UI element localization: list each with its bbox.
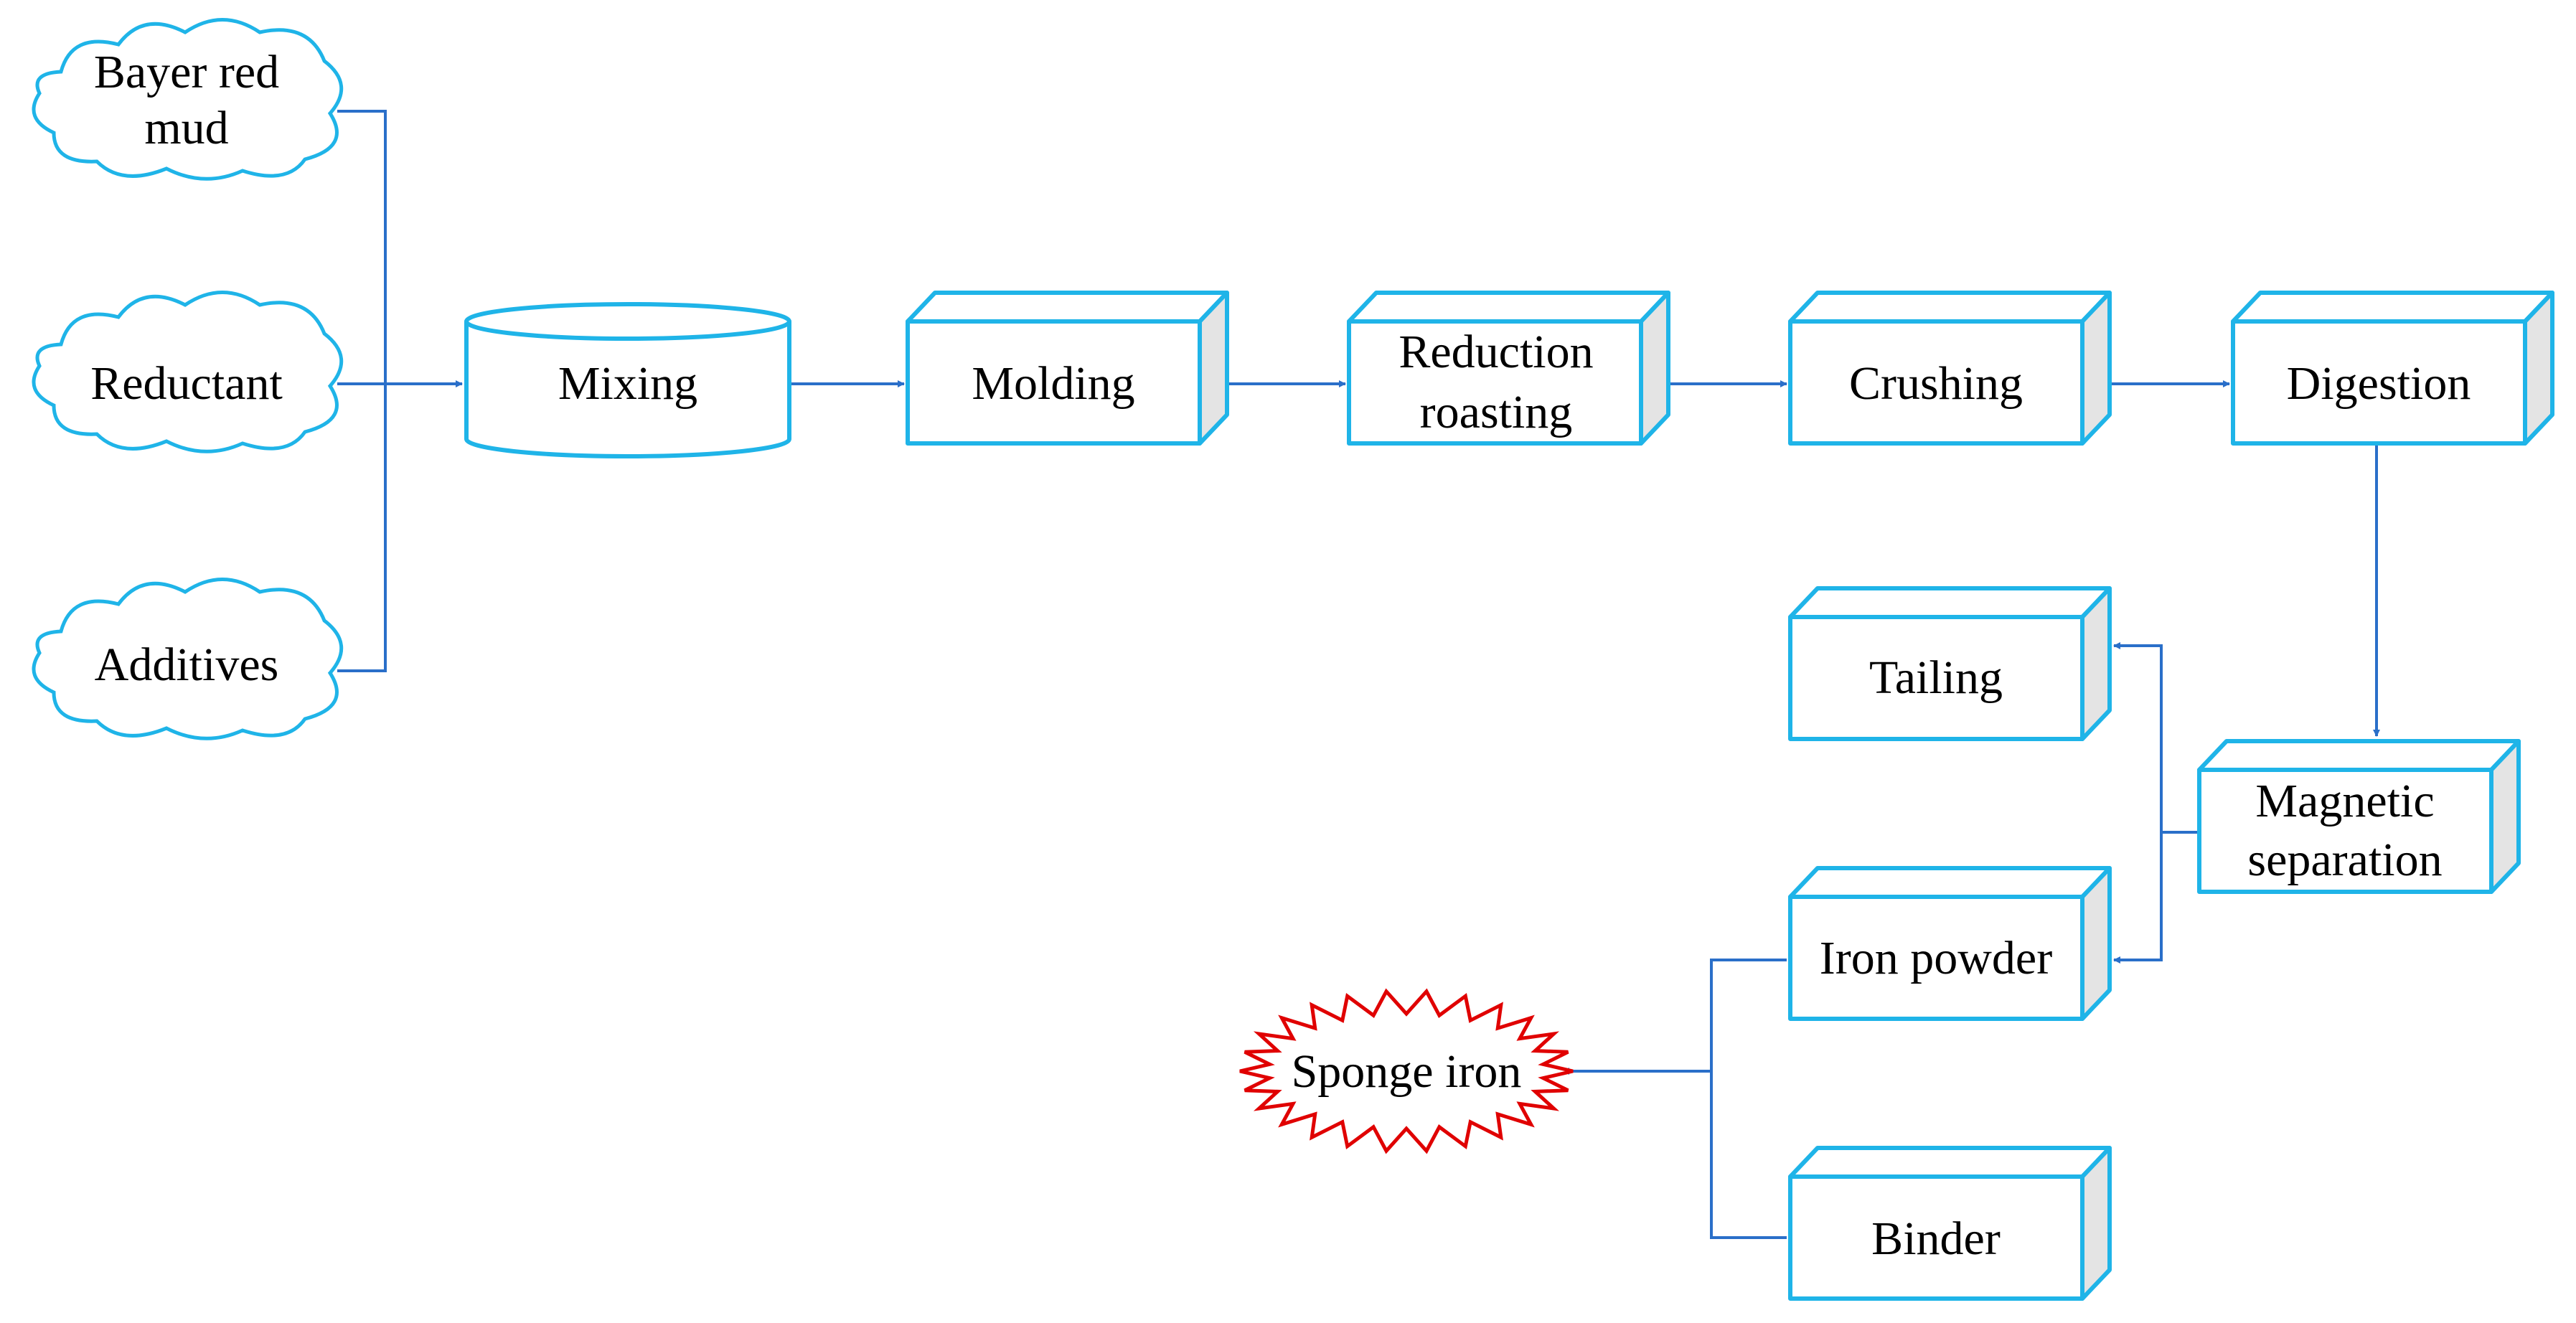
box-top xyxy=(1347,291,1670,324)
step-iron-powder: Iron powder xyxy=(1788,866,2112,1021)
box-front xyxy=(906,319,1202,446)
step-tailing: Tailing xyxy=(1788,586,2112,741)
box-top xyxy=(1788,1146,2112,1179)
sponge-iron-label: Sponge iron xyxy=(1292,1045,1522,1098)
box-front xyxy=(1788,319,2084,446)
step-mixing: Mixing xyxy=(464,302,791,458)
box-side xyxy=(1198,291,1229,446)
box-front xyxy=(2231,319,2527,446)
box-side xyxy=(2080,586,2112,741)
magnetic-separation-line2: separation xyxy=(2247,834,2442,886)
bayer-red-mud-line2: mud xyxy=(144,102,228,154)
connector-additives xyxy=(337,384,387,672)
input-cloud-additives: Additives xyxy=(32,578,344,740)
box-top xyxy=(1788,586,2112,619)
connector-bayer-red-mud xyxy=(337,110,387,384)
cylinder-body xyxy=(464,321,791,458)
step-digestion: Digestion xyxy=(2231,291,2554,446)
box-side xyxy=(2489,739,2521,894)
box-top xyxy=(1788,866,2112,899)
cloud-shape xyxy=(32,291,344,453)
box-top xyxy=(906,291,1229,324)
burst-shape xyxy=(1239,988,1574,1154)
box-front xyxy=(1788,895,2084,1021)
step-crushing: Crushing xyxy=(1788,291,2112,446)
connector-iron-powder-out xyxy=(1710,959,1787,1239)
step-binder: Binder xyxy=(1788,1146,2112,1301)
reduction-roasting-line1: Reduction xyxy=(1399,326,1593,378)
box-top xyxy=(1788,291,2112,324)
box-side xyxy=(2080,1146,2112,1301)
tailing-label: Tailing xyxy=(1869,651,2003,704)
binder-label: Binder xyxy=(1871,1213,2001,1265)
reduction-roasting-line2: roasting xyxy=(1420,386,1573,438)
input-cloud-reductant: Reductant xyxy=(32,291,344,453)
cylinder-top xyxy=(464,302,791,341)
step-molding: Molding xyxy=(906,291,1229,446)
cloud-shape xyxy=(32,18,344,181)
arrow-to-tailing xyxy=(2113,642,2163,832)
additives-label: Additives xyxy=(95,639,279,691)
box-side xyxy=(2080,866,2112,1021)
crushing-label: Crushing xyxy=(1849,357,2023,410)
bayer-red-mud-line1: Bayer red xyxy=(94,46,279,98)
step-reduction-roasting: Reduction roasting xyxy=(1347,291,1670,446)
box-top xyxy=(2197,739,2521,772)
molding-label: Molding xyxy=(972,357,1134,410)
mixing-label: Mixing xyxy=(558,357,697,410)
box-side xyxy=(2523,291,2554,446)
box-side xyxy=(2080,291,2112,446)
iron-powder-label: Iron powder xyxy=(1820,932,2052,984)
digestion-label: Digestion xyxy=(2287,357,2471,410)
magnetic-separation-line1: Magnetic xyxy=(2255,775,2434,827)
input-cloud-bayer-red-mud: Bayer red mud xyxy=(32,18,344,181)
box-side xyxy=(1639,291,1670,446)
connectors xyxy=(337,110,2380,1239)
box-front xyxy=(1788,1174,2084,1301)
arrow-to-iron-powder xyxy=(2113,832,2163,964)
box-front xyxy=(1788,615,2084,741)
product-sponge-iron: Sponge iron xyxy=(1239,988,1574,1154)
box-top xyxy=(2231,291,2554,324)
box-front xyxy=(2197,768,2493,894)
step-magnetic-separation: Magnetic separation xyxy=(2197,739,2521,894)
reductant-label: Reductant xyxy=(90,357,283,410)
cloud-shape xyxy=(32,578,344,740)
box-front xyxy=(1347,319,1643,446)
